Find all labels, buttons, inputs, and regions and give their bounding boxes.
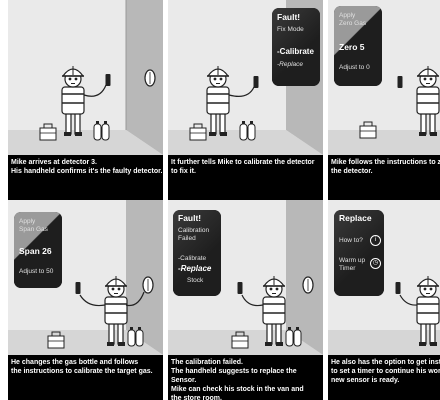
device-hint: Adjust to 50 — [19, 268, 54, 275]
handheld-screen-span: Apply Span Gas Span 26 Adjust to 50 — [14, 212, 62, 288]
handheld-icon — [237, 282, 243, 294]
device-reading: Zero 5 — [339, 42, 365, 52]
device-subtitle: Fix Mode — [277, 26, 304, 33]
handheld-icon — [75, 282, 81, 294]
handheld-icon — [397, 76, 403, 88]
device-title: Fault! — [277, 12, 301, 22]
device-line-span-gas: Span Gas — [19, 226, 48, 233]
panel-5-caption: The calibration failed. The handheld sug… — [171, 359, 304, 400]
comic-panel-2: Fault! Fix Mode -Calibrate -Replace It f… — [168, 0, 323, 200]
handheld-screen-fault: Fault! Fix Mode -Calibrate -Replace — [272, 8, 320, 86]
device-line-calibration: Calibration — [178, 227, 210, 234]
device-line-apply: Apply — [339, 12, 356, 19]
device-option-stock[interactable]: Stock — [187, 277, 204, 284]
device-item-timer[interactable]: Timer — [339, 265, 356, 272]
panel-1-caption: Mike arrives at detector 3. His handheld… — [11, 159, 163, 175]
info-icon[interactable]: i — [370, 235, 381, 246]
comic-panel-5: Fault! Calibration Failed -Calibrate -Re… — [168, 200, 323, 400]
panel-6-caption: He also has the option to get instru to … — [331, 359, 440, 384]
device-reading: Span 26 — [19, 246, 52, 256]
handheld-screen-zero: Apply Zero Gas Zero 5 Adjust to 0 — [334, 6, 382, 86]
comic-panel-6: Replace How to? i Warm up Timer ◷ He als… — [328, 200, 440, 400]
device-line-failed: Failed — [178, 235, 196, 242]
gas-detector-icon — [144, 69, 156, 87]
gas-detector-icon — [142, 276, 154, 294]
device-title: Fault! — [178, 213, 202, 223]
handheld-screen-replace: Replace How to? i Warm up Timer ◷ — [334, 210, 384, 296]
clock-icon[interactable]: ◷ — [370, 258, 381, 269]
device-option-calibrate[interactable]: -Calibrate — [178, 255, 207, 262]
device-item-how-to[interactable]: How to? — [339, 237, 363, 244]
gas-detector-icon — [302, 276, 314, 294]
panel-2-caption: It further tells Mike to calibrate the d… — [171, 159, 315, 175]
device-item-warm-up[interactable]: Warm up — [339, 257, 366, 264]
comic-panel-4: Apply Span Gas Span 26 Adjust to 50 He c… — [8, 200, 163, 400]
handheld-screen-calibration-failed: Fault! Calibration Failed -Calibrate -Re… — [173, 210, 221, 296]
comic-panel-3: Apply Zero Gas Zero 5 Adjust to 0 Mike f… — [328, 0, 440, 200]
handheld-icon — [395, 282, 401, 294]
handheld-icon — [253, 76, 259, 88]
handheld-icon — [105, 74, 111, 86]
device-option-replace[interactable]: -Replace — [178, 264, 212, 273]
device-line-apply: Apply — [19, 218, 36, 225]
device-line-zero-gas: Zero Gas — [339, 20, 367, 27]
device-option-calibrate[interactable]: -Calibrate — [277, 47, 314, 56]
device-title: Replace — [339, 213, 372, 223]
panel-1-scene — [8, 0, 163, 155]
panel-4-caption: He changes the gas bottle and follows th… — [11, 359, 153, 375]
device-option-replace[interactable]: -Replace — [277, 61, 304, 68]
panel-3-caption: Mike follows the instructions to zero th… — [331, 159, 440, 175]
comic-panel-1: Mike arrives at detector 3. His handheld… — [8, 0, 163, 200]
device-hint: Adjust to 0 — [339, 64, 370, 71]
